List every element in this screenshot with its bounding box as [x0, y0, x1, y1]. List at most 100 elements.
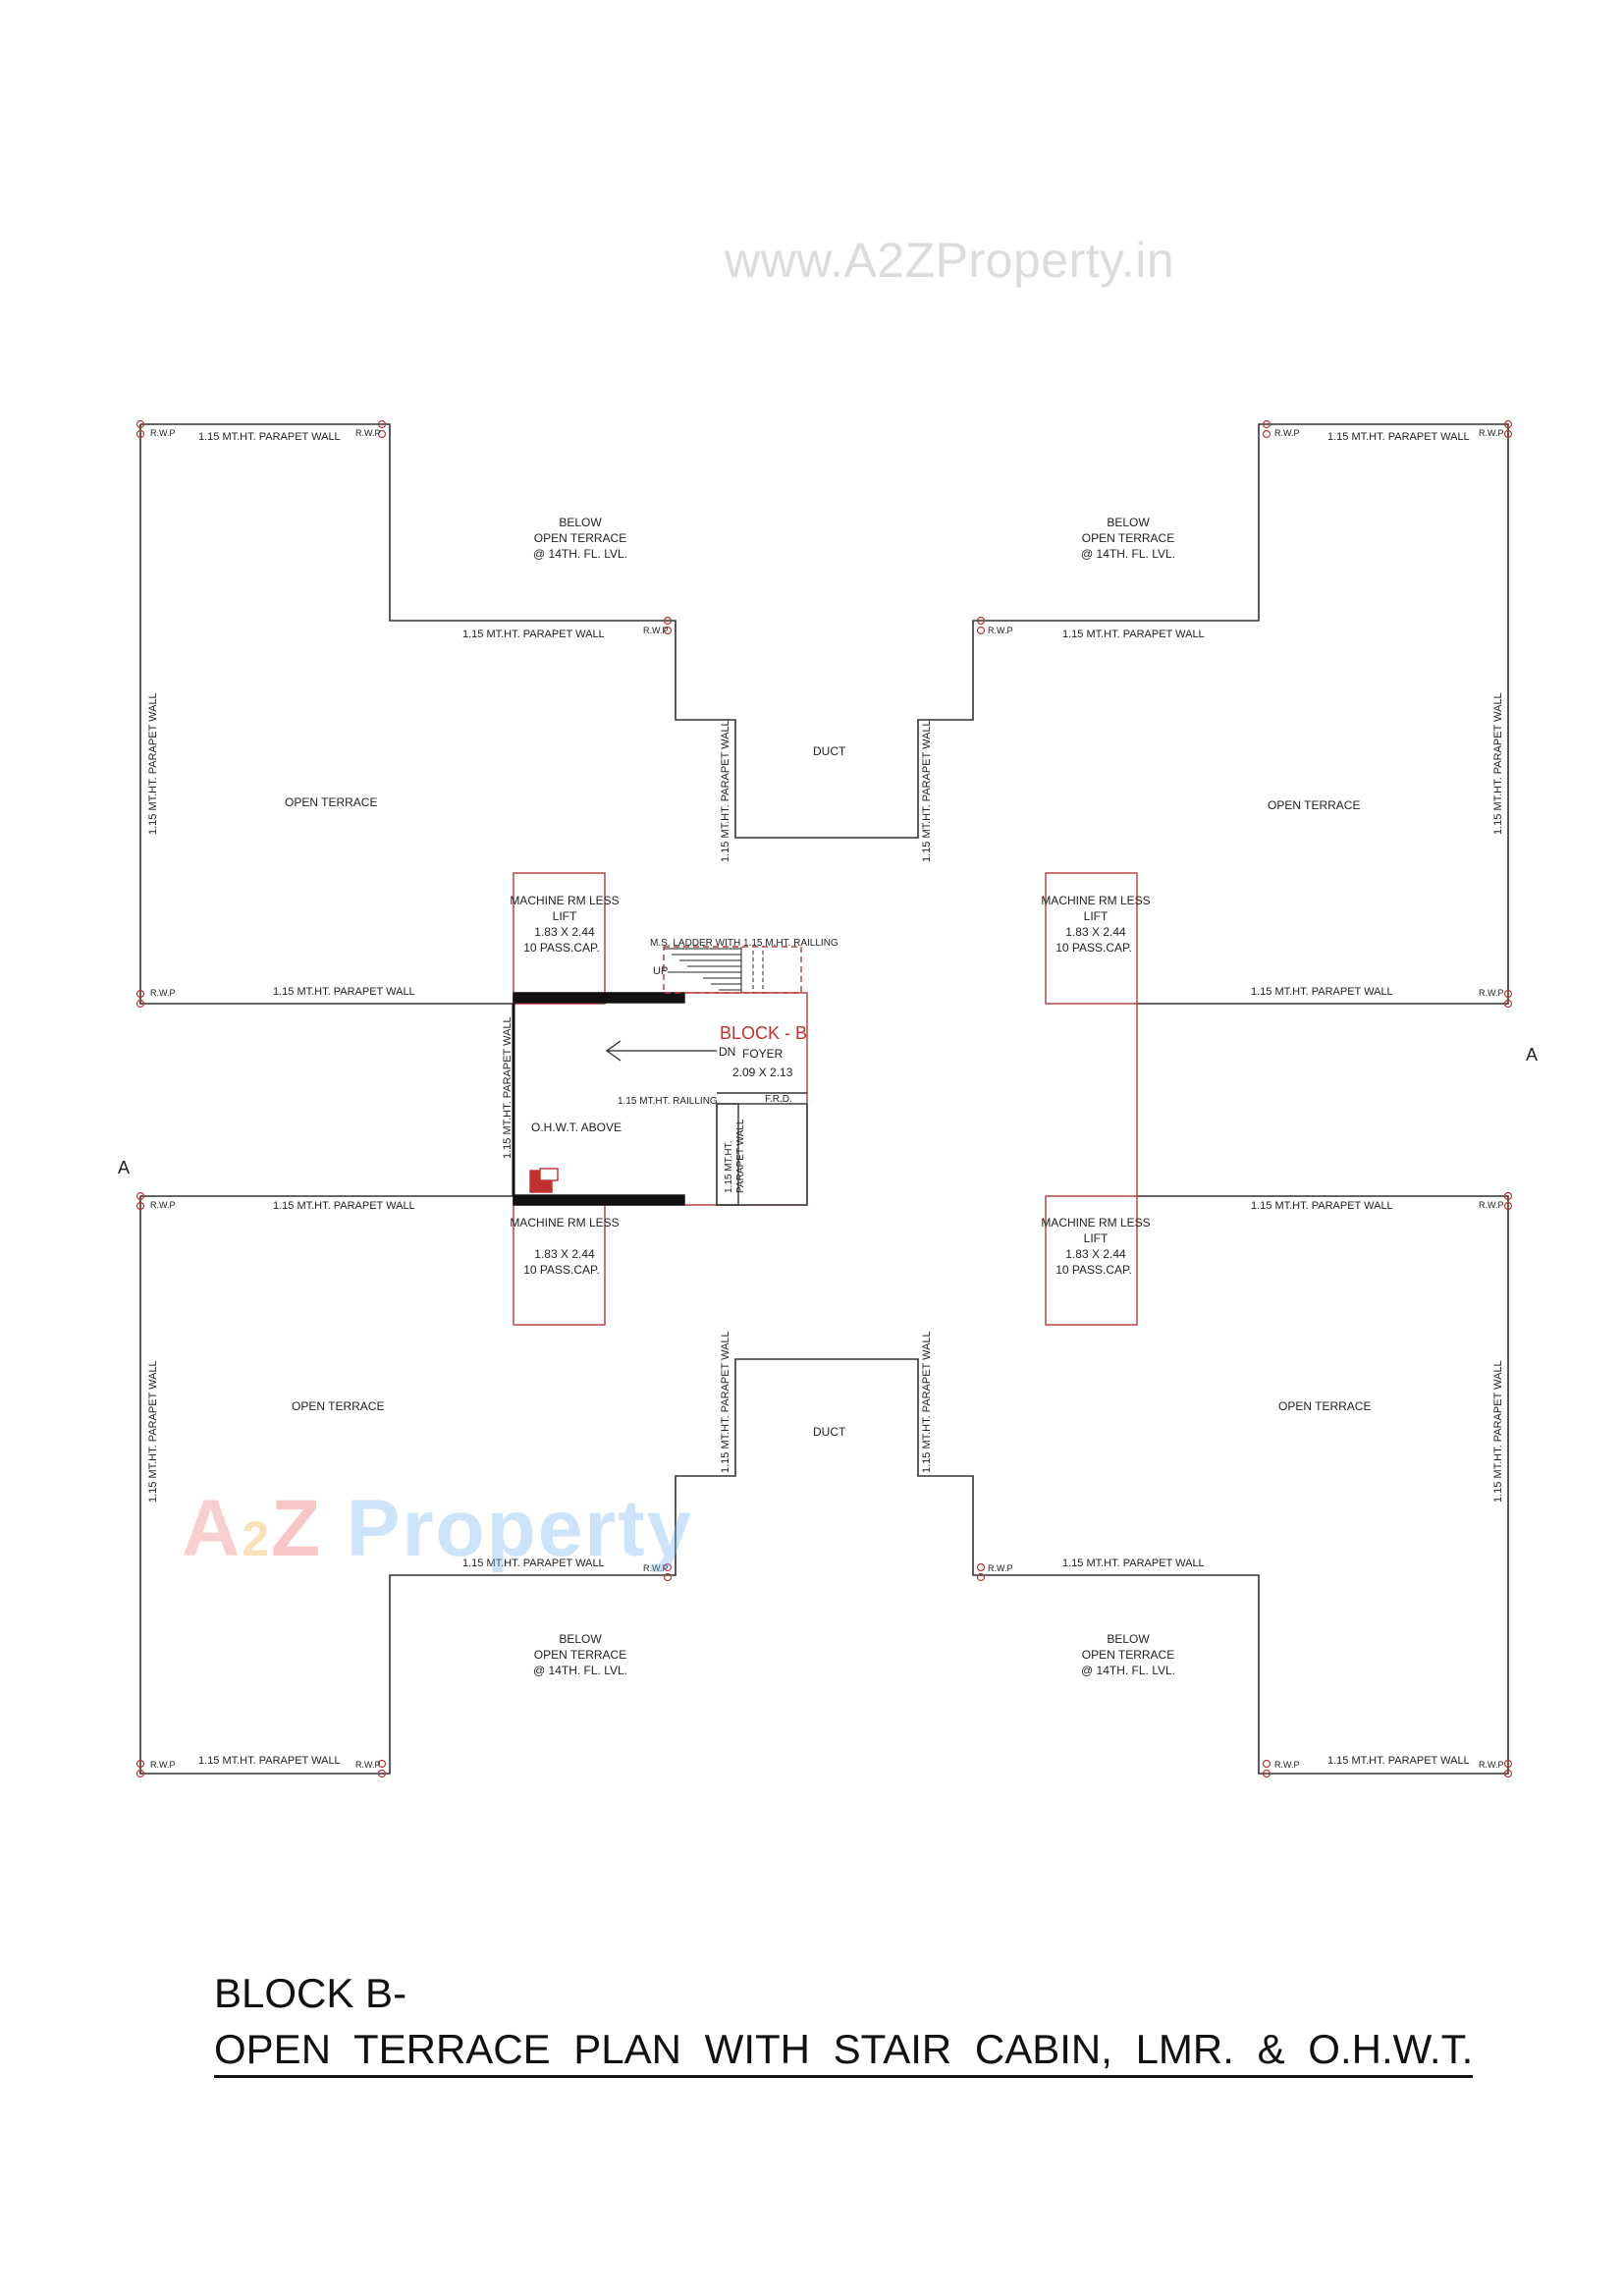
- svg-text:MACHINE RM LESS: MACHINE RM LESS: [1041, 894, 1150, 907]
- below-terrace-top-right: BELOW OPEN TERRACE @ 14TH. FL. LVL.: [1081, 516, 1175, 561]
- parapet-label: 1.15 MT.HT. PARAPET WALL: [1327, 1755, 1470, 1767]
- parapet-label: 1.15 MT.HT. PARAPET WALL: [1062, 1558, 1205, 1569]
- parapet-label-vertical: 1.15 MT.HT. PARAPET WALL: [502, 1016, 514, 1159]
- rwp-label: R.W.P: [988, 626, 1013, 635]
- svg-text:LIFT: LIFT: [553, 909, 577, 923]
- rwp-label: R.W.P: [1479, 1760, 1504, 1770]
- rwp-label: R.W.P: [150, 1760, 176, 1770]
- foyer-label: FOYER: [742, 1047, 784, 1061]
- railing-label: 1.15 MT.HT. RAILLING: [618, 1096, 718, 1107]
- svg-text:10 PASS.CAP.: 10 PASS.CAP.: [1055, 941, 1132, 955]
- rwp-label: R.W.P: [643, 626, 669, 635]
- dn-label: DN: [719, 1045, 735, 1059]
- open-terrace-label: OPEN TERRACE: [285, 795, 377, 809]
- parapet-label-vertical: 1.15 MT.HT. PARAPET WALL: [720, 720, 731, 862]
- ladder-label: M.S. LADDER WITH 1.15 M.HT. RAILLING: [650, 938, 839, 949]
- rwp-label: R.W.P: [988, 1563, 1013, 1573]
- watermark-logo-word: Property: [346, 1484, 694, 1573]
- parapet-label-vertical: 1.15 MT.HT. PARAPET WALL: [1492, 1360, 1504, 1503]
- watermark-url: www.A2ZProperty.in: [725, 233, 1175, 288]
- parapet-label: 1.15 MT.HT. PARAPET WALL: [1327, 431, 1470, 443]
- rwp-label: R.W.P: [1479, 988, 1504, 998]
- rwp-label: R.W.P: [150, 428, 176, 438]
- below-terrace-bottom-right: BELOW OPEN TERRACE @ 14TH. FL. LVL.: [1081, 1632, 1175, 1677]
- svg-text:10 PASS.CAP.: 10 PASS.CAP.: [523, 1263, 600, 1277]
- rwp-label: R.W.P: [355, 1760, 381, 1770]
- parapet-label-vertical: 1.15 MT.HT. PARAPET WALL: [147, 1360, 159, 1503]
- below-terrace-bottom-left: BELOW OPEN TERRACE @ 14TH. FL. LVL.: [533, 1632, 627, 1677]
- svg-text:BELOW: BELOW: [1107, 1632, 1150, 1646]
- svg-text:1.83 X 2.44: 1.83 X 2.44: [534, 1247, 595, 1261]
- wall-left-upper: [139, 424, 514, 1005]
- inner-parapet-label: 1.15 MT.HT. PARAPET WALL: [724, 1119, 746, 1193]
- parapet-label: 1.15 MT.HT. PARAPET WALL: [462, 629, 605, 640]
- svg-text:OPEN TERRACE: OPEN TERRACE: [534, 1648, 626, 1662]
- rwp-label: R.W.P: [1479, 428, 1504, 438]
- svg-text:BELOW: BELOW: [1107, 516, 1150, 529]
- parapet-label: 1.15 MT.HT. PARAPET WALL: [1251, 986, 1393, 998]
- lift-label-top-right: MACHINE RM LESS LIFT 1.83 X 2.44 10 PASS…: [1041, 894, 1150, 955]
- rwp-label: R.W.P: [150, 988, 176, 998]
- svg-text:PARAPET WALL: PARAPET WALL: [735, 1119, 746, 1193]
- lift-top-left: [513, 872, 606, 1005]
- svg-text:1.83 X 2.44: 1.83 X 2.44: [1065, 1247, 1126, 1261]
- open-terrace-label: OPEN TERRACE: [292, 1399, 384, 1413]
- rwp-label: R.W.P: [150, 1200, 176, 1210]
- svg-text:@ 14TH. FL. LVL.: @ 14TH. FL. LVL.: [1081, 547, 1175, 561]
- svg-text:LIFT: LIFT: [1084, 1231, 1109, 1245]
- open-terrace-label: OPEN TERRACE: [1268, 798, 1360, 812]
- svg-text:@ 14TH. FL. LVL.: @ 14TH. FL. LVL.: [533, 547, 627, 561]
- svg-text:MACHINE RM LESS: MACHINE RM LESS: [510, 1216, 619, 1230]
- parapet-label: 1.15 MT.HT. PARAPET WALL: [198, 1755, 341, 1767]
- rwp-label: R.W.P: [1479, 1200, 1504, 1210]
- inner-parapet: [716, 1103, 739, 1206]
- parapet-label-vertical: 1.15 MT.HT. PARAPET WALL: [1492, 692, 1504, 835]
- outer-walls: [139, 423, 1509, 1775]
- foyer-size: 2.09 X 2.13: [732, 1066, 793, 1079]
- rwp-markers: [135, 419, 1513, 1778]
- duct-label: DUCT: [813, 744, 846, 758]
- section-marker-right: A: [1526, 1045, 1538, 1065]
- svg-text:MACHINE RM LESS: MACHINE RM LESS: [510, 894, 619, 907]
- svg-text:BELOW: BELOW: [559, 516, 602, 529]
- plan-labels: 1.15 MT.HT. PARAPET WALL 1.15 MT.HT. PAR…: [118, 428, 1538, 1770]
- svg-text:OPEN TERRACE: OPEN TERRACE: [1082, 531, 1174, 545]
- watermark-logo: A2Z Property: [182, 1484, 694, 1573]
- rwp-label: R.W.P: [643, 1563, 669, 1573]
- parapet-label: 1.15 MT.HT. PARAPET WALL: [462, 1558, 605, 1569]
- plan-title: BLOCK B-: [214, 1970, 407, 2016]
- svg-text:BELOW: BELOW: [559, 1632, 602, 1646]
- parapet-label: 1.15 MT.HT. PARAPET WALL: [198, 431, 341, 443]
- svg-text:1.83 X 2.44: 1.83 X 2.44: [534, 925, 595, 939]
- lift-top-right: [1045, 872, 1138, 1005]
- svg-text:OPEN TERRACE: OPEN TERRACE: [534, 531, 626, 545]
- lift-label-bottom-right: MACHINE RM LESS LIFT 1.83 X 2.44 10 PASS…: [1041, 1216, 1150, 1277]
- parapet-label: 1.15 MT.HT. PARAPET WALL: [1251, 1200, 1393, 1212]
- svg-text:LIFT: LIFT: [1084, 909, 1109, 923]
- ladder-treads: [664, 947, 764, 993]
- parapet-label-vertical: 1.15 MT.HT. PARAPET WALL: [147, 692, 159, 835]
- lift-cores: [513, 872, 1138, 1326]
- parapet-label: 1.15 MT.HT. PARAPET WALL: [273, 986, 415, 998]
- svg-text:@ 14TH. FL. LVL.: @ 14TH. FL. LVL.: [1081, 1664, 1175, 1677]
- svg-text:10 PASS.CAP.: 10 PASS.CAP.: [1055, 1263, 1132, 1277]
- rwp-label: R.W.P: [1274, 1760, 1300, 1770]
- parapet-label-vertical: 1.15 MT.HT. PARAPET WALL: [720, 1331, 731, 1473]
- below-terrace-top-left: BELOW OPEN TERRACE @ 14TH. FL. LVL.: [533, 516, 627, 561]
- cabin-slab-top: [513, 992, 685, 1004]
- cabin-slab-bottom: [513, 1194, 685, 1206]
- lift-label-top-left: MACHINE RM LESS LIFT 1.83 X 2.44 10 PASS…: [510, 894, 619, 955]
- lift-bottom-right: [1045, 1195, 1138, 1326]
- block-label: BLOCK - B: [720, 1023, 807, 1043]
- wall-top-left: [140, 423, 1509, 1005]
- plan-subtitle: OPEN TERRACE PLAN WITH STAIR CABIN, LMR.…: [214, 2026, 1474, 2078]
- parapet-label-vertical: 1.15 MT.HT. PARAPET WALL: [921, 1331, 933, 1473]
- frd-label: F.R.D.: [765, 1094, 792, 1105]
- svg-text:@ 14TH. FL. LVL.: @ 14TH. FL. LVL.: [533, 1664, 627, 1677]
- stair-cabin: [512, 946, 808, 1206]
- parapet-label-vertical: 1.15 MT.HT. PARAPET WALL: [921, 720, 933, 862]
- duct-label: DUCT: [813, 1425, 846, 1439]
- rwp-label: R.W.P: [355, 428, 381, 438]
- parapet-label: 1.15 MT.HT. PARAPET WALL: [1062, 629, 1205, 640]
- parapet-label: 1.15 MT.HT. PARAPET WALL: [273, 1200, 415, 1212]
